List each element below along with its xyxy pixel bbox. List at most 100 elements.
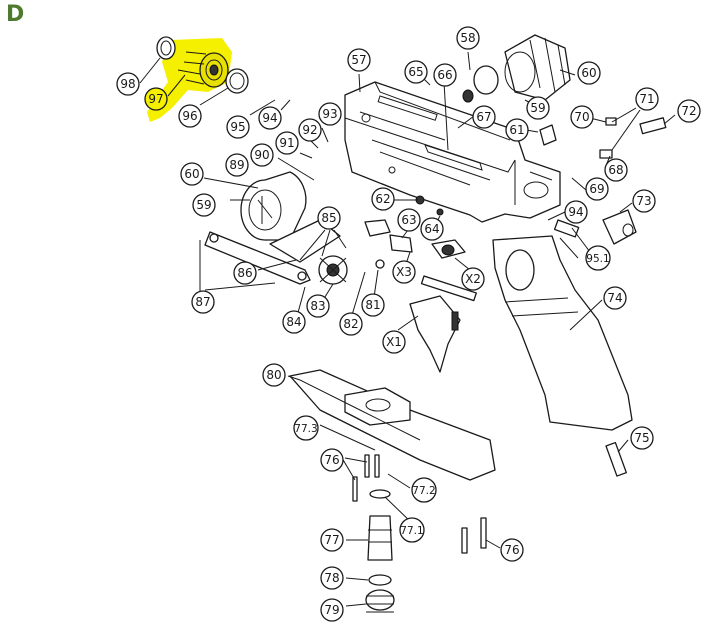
- svg-text:78: 78: [324, 571, 339, 585]
- callout-86: 86: [233, 261, 257, 285]
- callout-73: 73: [632, 189, 656, 213]
- callout-96: 96: [178, 104, 202, 128]
- svg-text:68: 68: [608, 163, 623, 177]
- svg-text:65: 65: [408, 65, 423, 79]
- callout-76-right: 76: [500, 538, 524, 562]
- svg-text:66: 66: [437, 68, 452, 82]
- oring-96: [225, 68, 249, 94]
- svg-text:X2: X2: [465, 272, 481, 286]
- svg-text:71: 71: [639, 92, 654, 106]
- svg-text:82: 82: [343, 317, 358, 331]
- svg-text:76: 76: [324, 453, 339, 467]
- oring-98: [156, 36, 176, 60]
- svg-text:91: 91: [279, 136, 294, 150]
- callout-X2: X2: [461, 267, 485, 291]
- svg-text:75: 75: [634, 431, 649, 445]
- svg-text:77.1: 77.1: [400, 525, 423, 537]
- svg-text:63: 63: [401, 213, 416, 227]
- figure-letter: D: [6, 2, 25, 27]
- adjuster-knob-60: [462, 34, 571, 103]
- callout-66: 66: [433, 63, 457, 87]
- callout-74: 74: [603, 286, 627, 310]
- callout-62: 62: [371, 187, 395, 211]
- leader-lines: [139, 51, 676, 607]
- svg-text:73: 73: [636, 194, 651, 208]
- svg-text:92: 92: [302, 123, 317, 137]
- svg-text:69: 69: [589, 182, 604, 196]
- svg-text:58: 58: [460, 31, 475, 45]
- receiver-body-57: [344, 81, 561, 223]
- svg-text:76: 76: [504, 543, 519, 557]
- svg-text:97: 97: [148, 92, 163, 106]
- callout-71: 71: [635, 87, 659, 111]
- callout-60-right: 60: [577, 61, 601, 85]
- svg-text:86: 86: [237, 266, 252, 280]
- mounting-bracket-86: [204, 219, 348, 285]
- callout-72: 72: [677, 99, 701, 123]
- callout-X1: X1: [382, 330, 406, 354]
- callout-77-3: 77.3: [293, 415, 319, 441]
- callout-64: 64: [420, 217, 444, 241]
- callout-85: 85: [317, 206, 341, 230]
- callout-67: 67: [472, 105, 496, 129]
- svg-text:64: 64: [424, 222, 439, 236]
- callout-65: 65: [404, 60, 428, 84]
- svg-text:83: 83: [310, 299, 325, 313]
- svg-text:95: 95: [230, 120, 245, 134]
- callout-77-1: 77.1: [399, 517, 425, 543]
- callout-labels: 98 97 96 95 94 93 92 91 90 89 60 59 57 5…: [116, 26, 701, 622]
- svg-text:84: 84: [286, 315, 301, 329]
- callout-61: 61: [505, 118, 529, 142]
- callout-93: 93: [318, 102, 342, 126]
- callout-87: 87: [191, 290, 215, 314]
- callout-59-left: 59: [192, 193, 216, 217]
- callout-95-1: 95.1: [585, 245, 611, 271]
- svg-text:61: 61: [509, 123, 524, 137]
- svg-text:70: 70: [574, 110, 589, 124]
- callout-91: 91: [275, 131, 299, 155]
- callout-77-2: 77.2: [411, 477, 437, 503]
- svg-text:79: 79: [324, 603, 339, 617]
- callout-80: 80: [262, 363, 286, 387]
- internal-parts: [364, 195, 477, 373]
- svg-text:59: 59: [196, 198, 211, 212]
- svg-text:96: 96: [182, 109, 197, 123]
- svg-text:77.3: 77.3: [294, 423, 317, 435]
- svg-text:X3: X3: [396, 265, 412, 279]
- svg-text:77: 77: [324, 533, 339, 547]
- svg-text:74: 74: [607, 291, 622, 305]
- fitting-stack-77: [352, 441, 627, 613]
- svg-text:94: 94: [568, 205, 583, 219]
- callout-75: 75: [630, 426, 654, 450]
- lower-rail-80: [289, 369, 496, 481]
- callout-76-left: 76: [320, 448, 344, 472]
- svg-text:67: 67: [476, 110, 491, 124]
- callout-78: 78: [320, 566, 344, 590]
- callout-97: 97: [144, 87, 168, 111]
- pressure-gauge-60: [240, 171, 307, 241]
- callout-98: 98: [116, 72, 140, 96]
- svg-text:95.1: 95.1: [586, 253, 609, 265]
- callout-X3: X3: [392, 260, 416, 284]
- svg-text:85: 85: [321, 211, 336, 225]
- svg-text:59: 59: [530, 101, 545, 115]
- svg-text:89: 89: [229, 158, 244, 172]
- callout-77: 77: [320, 528, 344, 552]
- svg-text:X1: X1: [386, 335, 402, 349]
- callout-68: 68: [604, 158, 628, 182]
- callout-92: 92: [298, 118, 322, 142]
- svg-text:98: 98: [120, 77, 135, 91]
- callout-70: 70: [570, 105, 594, 129]
- svg-text:72: 72: [681, 104, 696, 118]
- callout-79: 79: [320, 598, 344, 622]
- callout-57: 57: [347, 48, 371, 72]
- callout-58: 58: [456, 26, 480, 50]
- svg-text:60: 60: [581, 66, 596, 80]
- svg-text:77.2: 77.2: [412, 485, 435, 497]
- callout-63: 63: [397, 208, 421, 232]
- svg-text:80: 80: [266, 368, 281, 382]
- svg-text:94: 94: [262, 111, 277, 125]
- right-fittings: [539, 117, 667, 245]
- callout-84: 84: [282, 310, 306, 334]
